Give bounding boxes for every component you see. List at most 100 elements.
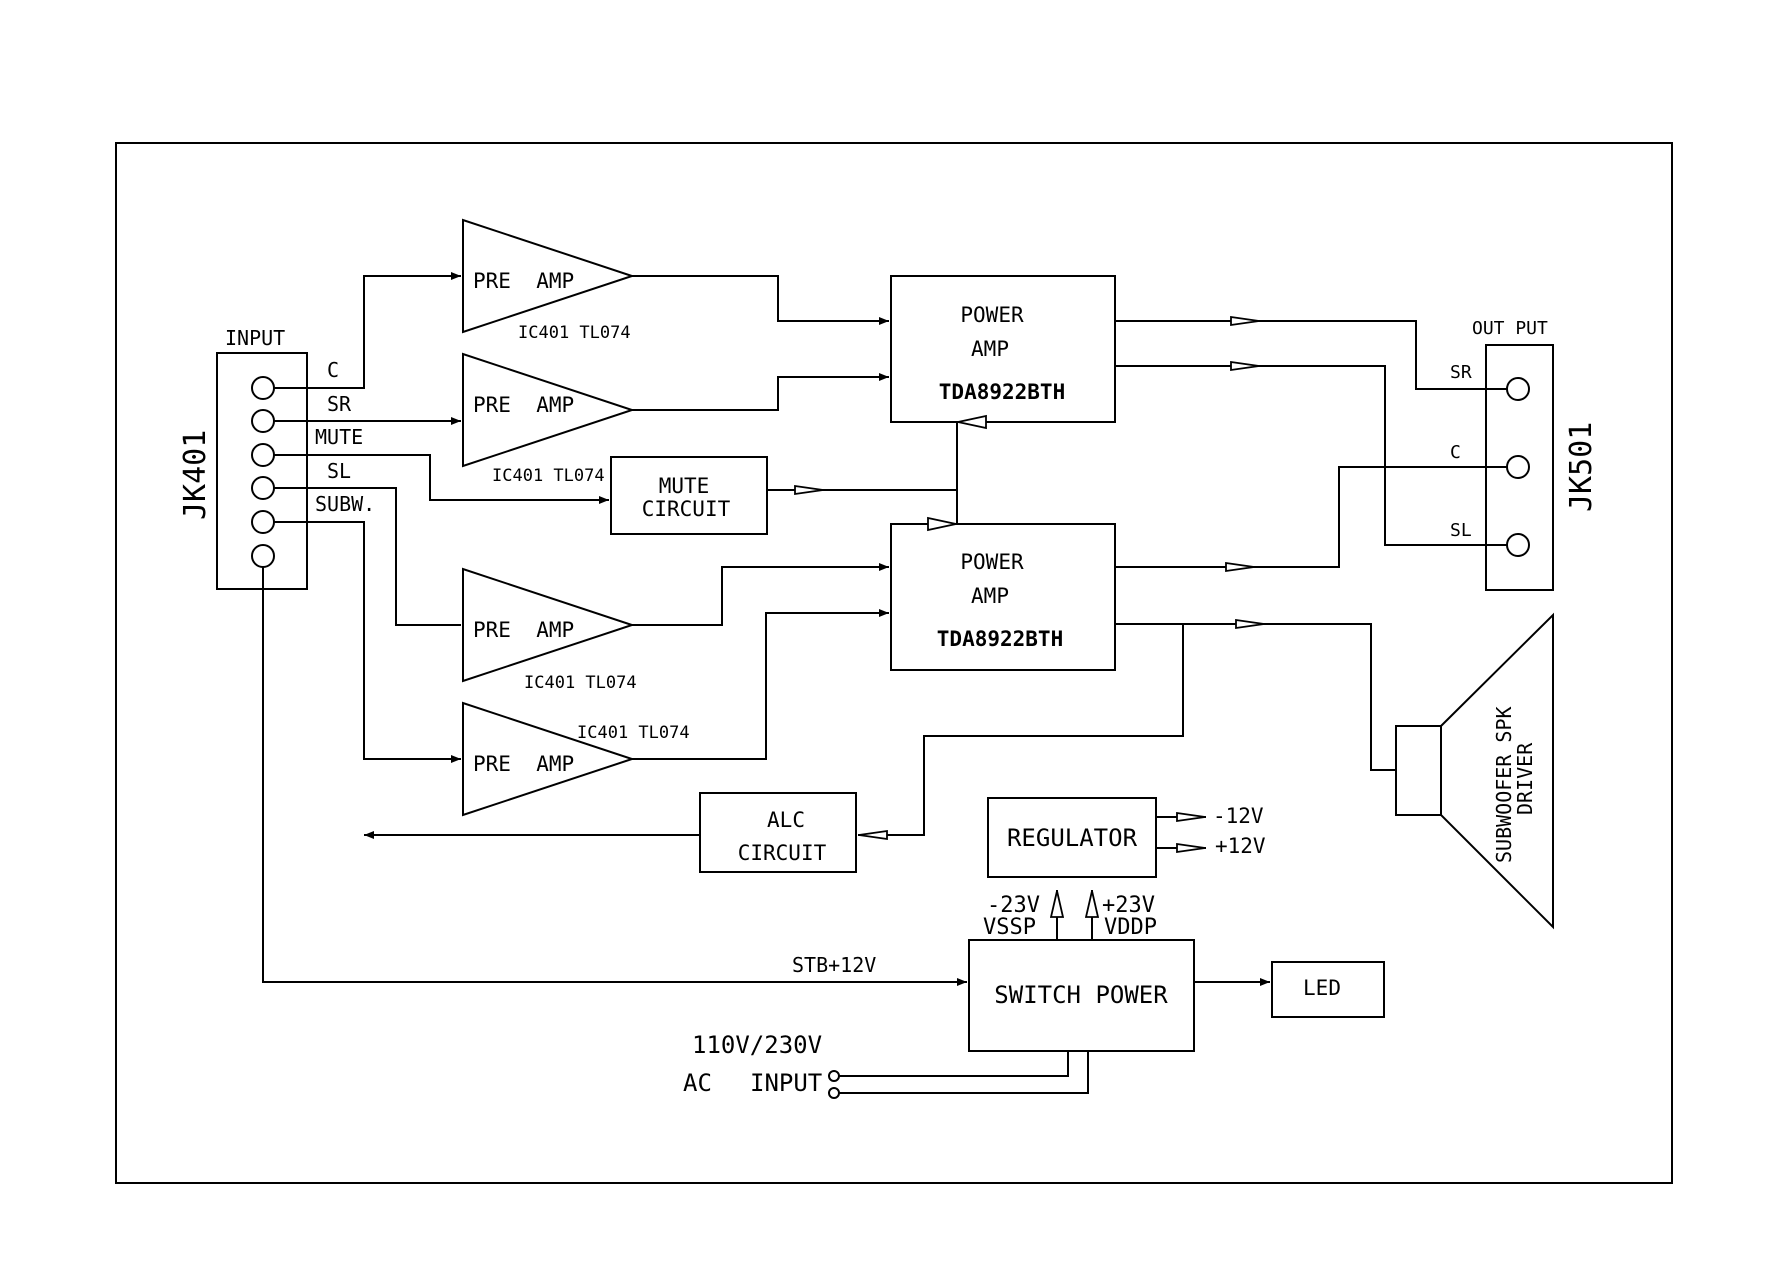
wire-ac-1 [839, 1051, 1069, 1077]
ac-voltage: 110V/230V [692, 1031, 822, 1059]
outer-frame [115, 142, 1673, 1184]
preamp-1: PRE AMP IC401 TL074 [462, 218, 636, 343]
wire-preamp1-to-pa1 [632, 275, 889, 325]
subwoofer-line2: DRIVER [1513, 742, 1537, 815]
power-amp-1-line1: POWER [960, 303, 1024, 327]
rail-neg-voltage: -23V [987, 893, 1040, 918]
preamp-1-label: PRE AMP [473, 269, 574, 293]
wire-pa2-to-alc [888, 624, 1184, 836]
regulator-box [987, 797, 1157, 878]
input-connector-title: INPUT [225, 326, 285, 350]
input-pin-subw [251, 510, 275, 534]
output-connector-title: OUT PUT [1472, 318, 1548, 339]
ac-input: 110V/230V AC INPUT [683, 1031, 840, 1099]
ac-terminal-1 [828, 1070, 840, 1082]
power-amp-1-line2: AMP [971, 337, 1009, 361]
preamp-2-part: IC401 TL074 [492, 466, 605, 486]
input-pin-label-sr: SR [327, 392, 352, 416]
input-pin-label-c: C [327, 358, 339, 382]
power-amp-2: POWER AMP TDA8922BTH [890, 523, 1116, 671]
input-pin-label-mute: MUTE [315, 425, 363, 449]
mute-circuit: MUTE CIRCUIT [610, 456, 768, 535]
preamp-3-triangle [462, 567, 636, 683]
regulator-label: REGULATOR [1007, 824, 1138, 852]
output-pin-sr [1506, 377, 1530, 401]
rail-pos-name: VDDP [1104, 915, 1157, 940]
ac-label: AC [683, 1069, 712, 1097]
preamp-3-part: IC401 TL074 [524, 673, 637, 693]
preamp-4: PRE AMP IC401 TL074 [462, 701, 690, 817]
input-pin-c [251, 376, 275, 400]
wire-stb-to-switch-power [262, 567, 967, 986]
input-pin-sl [251, 476, 275, 500]
power-amp-2-box [890, 523, 1116, 671]
led-label: LED [1303, 976, 1341, 1000]
subwoofer-speaker: SUBWOOFER SPK DRIVER [1395, 612, 1554, 930]
switch-power-label: SWITCH POWER [994, 981, 1168, 1009]
subwoofer-cone [1440, 612, 1554, 930]
power-amp-2-line1: POWER [960, 550, 1024, 574]
output-connector: OUT PUT JK501 SR C SL [1450, 318, 1599, 591]
wire-pa1-to-out-sl-b [1260, 365, 1507, 546]
output-pin-label-sl: SL [1450, 520, 1472, 541]
output-pin-label-sr: SR [1450, 362, 1472, 383]
wire-sl-to-preamp3 [274, 487, 461, 626]
preamp-4-triangle [462, 701, 636, 817]
preamp-2-label: PRE AMP [473, 393, 574, 417]
wire-mute-to-mute-circuit [274, 454, 609, 504]
rail-neg-name: VSSP [983, 915, 1036, 940]
wire-pa2-to-out-c-b [1255, 466, 1507, 568]
subwoofer-magnet [1395, 725, 1442, 816]
input-pin-sr [251, 409, 275, 433]
preamp-3: PRE AMP IC401 TL074 [462, 567, 637, 693]
input-pin-label-subw: SUBW. [315, 492, 375, 516]
preamp-1-triangle [462, 218, 636, 334]
power-amp-1: POWER AMP TDA8922BTH [890, 275, 1116, 423]
wire-preamp2-to-pa1 [632, 373, 889, 411]
led: LED [1271, 961, 1385, 1018]
output-pin-label-c: C [1450, 442, 1461, 463]
wires [262, 272, 1507, 1094]
output-pin-sl [1506, 533, 1530, 557]
output-connector-ref: JK501 [1564, 422, 1599, 512]
preamp-2: PRE AMP IC401 TL074 [462, 352, 636, 486]
wire-ac-2 [839, 1051, 1089, 1094]
output-pin-c [1506, 455, 1530, 479]
preamp-4-part: IC401 TL074 [577, 723, 690, 743]
preamp-2-triangle [462, 352, 636, 468]
power-amp-2-line2: AMP [971, 584, 1009, 608]
input-pin-mute [251, 443, 275, 467]
preamp-1-part: IC401 TL074 [518, 323, 631, 343]
mute-circuit-box [610, 456, 768, 535]
wire-subw-to-preamp4 [274, 521, 461, 763]
wire-pa2-to-sub-b [1265, 623, 1396, 771]
ac-input-label: INPUT [750, 1069, 822, 1097]
preamp-4-label: PRE AMP [473, 752, 574, 776]
switch-power: SWITCH POWER -23V VSSP +23V VDDP STB+12V [792, 893, 1195, 1052]
regulator-out-neg: -12V [1213, 804, 1264, 828]
wire-pa1-to-out-sr-b [1260, 320, 1507, 390]
input-pin-label-sl: SL [327, 459, 351, 483]
switch-power-box [968, 939, 1195, 1052]
power-amp-2-part: TDA8922BTH [937, 627, 1063, 651]
alc-circuit-line1: ALC [767, 808, 805, 832]
preamp-3-label: PRE AMP [473, 618, 574, 642]
mute-circuit-line2: CIRCUIT [642, 497, 731, 521]
alc-circuit-line2: CIRCUIT [738, 841, 827, 865]
alc-circuit: ALC CIRCUIT [699, 792, 857, 873]
regulator-out-pos: +12V [1215, 834, 1266, 858]
mute-circuit-line1: MUTE [659, 474, 710, 498]
input-pin-stb [251, 544, 275, 568]
wire-preamp4-to-pa2 [632, 609, 889, 760]
stb-label: STB+12V [792, 953, 876, 977]
power-amp-1-part: TDA8922BTH [939, 380, 1065, 404]
subwoofer-line1: SUBWOOFER SPK [1492, 706, 1516, 863]
input-connector: INPUT JK401 C SR MUTE SL SUBW. [178, 326, 375, 590]
alc-circuit-box [699, 792, 857, 873]
ac-terminal-2 [828, 1087, 840, 1099]
wire-preamp3-to-pa2 [632, 563, 889, 626]
rail-pos-voltage: +23V [1102, 893, 1155, 918]
regulator: REGULATOR -12V +12V [987, 797, 1266, 878]
input-connector-ref: JK401 [178, 430, 213, 520]
